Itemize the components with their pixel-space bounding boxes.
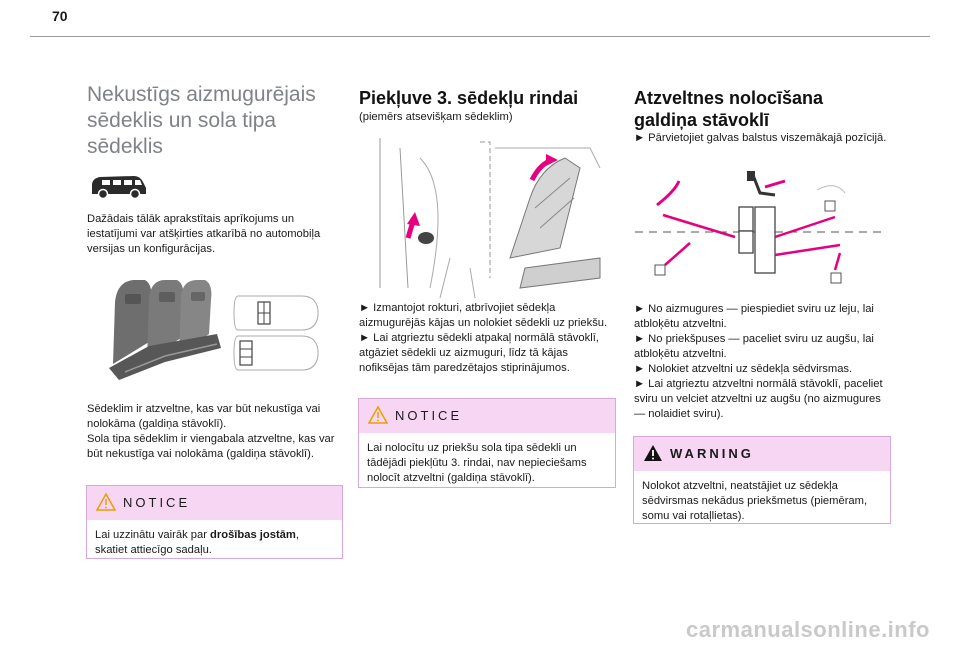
section-title-third-row: Piekļuve 3. sēdekļu rindai: [359, 88, 579, 108]
van-icon: [88, 173, 148, 201]
notice-label: NOTICE: [123, 495, 191, 510]
notice-label: NOTICE: [395, 408, 463, 423]
notice-header: NOTICE: [87, 486, 342, 520]
warning-body: Nolokot atzveltni, neatstājiet uz sēdekļ…: [642, 480, 868, 522]
notice-header: NOTICE: [359, 399, 615, 433]
title-line-1: Atzveltnes nolocīšana: [634, 88, 824, 108]
instruction-step-1: ► Izmantojot rokturi, atbrīvojiet sēdekļ…: [359, 302, 608, 329]
header-rule: [30, 36, 930, 37]
warning-triangle-icon: [95, 492, 117, 512]
seat-description: Sēdeklim ir atzveltne, kas var būt nekus…: [87, 402, 342, 462]
notice-text-post: , skatiet attiecīgo sadaļu.: [95, 529, 299, 556]
seat-layout-diagram: [232, 290, 322, 375]
notice-box-bench: NOTICE Lai nolocītu uz priekšu sola tipa…: [358, 398, 616, 488]
warning-triangle-icon: [367, 405, 389, 425]
warning-label: WARNING: [670, 446, 754, 461]
notice-body: Lai uzzinātu vairāk par drošības jostām,…: [87, 520, 342, 566]
section-title: Nekustīgs aizmugurējais sēdeklis un sola…: [87, 83, 316, 158]
warning-header: WARNING: [634, 437, 890, 471]
seat-description-1: Sēdeklim ir atzveltne, kas var būt nekus…: [87, 403, 321, 430]
instruction-step-3: ► Nolokiet atzveltni uz sēdekļa sēdvirsm…: [634, 363, 853, 375]
instruction-step-1: ► No aizmugures — piespiediet sviru uz l…: [634, 303, 874, 330]
title-line-2: galdiņa stāvoklī: [634, 110, 770, 130]
headrest-instruction: ► Pārvietojiet galvas balstus viszemākaj…: [634, 132, 887, 144]
section-subtitle: (piemērs atsevišķam sēdeklim): [359, 111, 513, 123]
seat-description-2: Sola tipa sēdeklim ir viengabala atzvelt…: [87, 433, 335, 460]
intro-text: Dažādais tālāk aprakstītais aprīkojums u…: [87, 213, 321, 255]
notice-text-pre: Lai uzzinātu vairāk par: [95, 529, 211, 541]
warning-triangle-icon: [642, 443, 664, 463]
instruction-step-4: ► Lai atgrieztu atzveltni normālā stāvok…: [634, 378, 883, 420]
seat-belts-link-text: drošības jostām: [210, 529, 296, 541]
seat-fold-illustration: [360, 128, 615, 300]
instruction-step-2: ► No priekšpuses — paceliet sviru uz aug…: [634, 333, 874, 360]
folding-instructions: ► No aizmugures — piespiediet sviru uz l…: [634, 302, 892, 422]
table-position-diagram: [635, 165, 885, 300]
warning-box: WARNING Nolokot atzveltni, neatstājiet u…: [633, 436, 891, 524]
watermark-footer: carmanualsonline.info: [686, 617, 930, 642]
notice-box-belts: NOTICE Lai uzzinātu vairāk par drošības …: [86, 485, 343, 559]
notice-body: Lai nolocītu uz priekšu sola tipa sēdekl…: [367, 442, 587, 484]
section-title-table-position: Atzveltnes nolocīšana galdiņa stāvoklī: [634, 87, 894, 131]
instruction-step-2: ► Lai atgrieztu sēdekli atpakaļ normālā …: [359, 332, 599, 374]
bench-seat-illustration: [105, 272, 225, 382]
page-number: 70: [52, 8, 68, 24]
third-row-instructions: ► Izmantojot rokturi, atbrīvojiet sēdekļ…: [359, 301, 614, 376]
